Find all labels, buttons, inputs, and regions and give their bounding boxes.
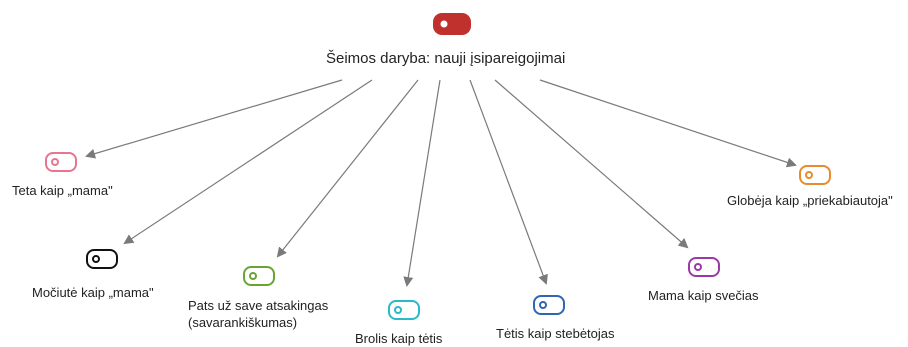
tag-icon-mama [688,257,720,277]
topic-label-globeja: Globėja kaip „priekabiautoja" [727,193,893,208]
connector-arrow-tetis [469,79,548,285]
topic-label-pats-line2: (savarankiškumas) [188,315,298,330]
topic-label-mociute: Močiutė kaip „mama" [32,285,154,300]
tag-icon-teta [45,152,77,172]
tag-icon-mociute [86,249,118,269]
connector-arrow-teta [85,79,343,159]
connector-arrow-mociute [123,79,373,245]
connector-arrow-globeja [539,79,797,168]
tag-icon-globeja [799,165,831,185]
connector-arrow-pats [276,79,419,258]
root-topic-label: Šeimos daryba: nauji įsipareigojimai [326,50,566,67]
root-tag-icon [433,13,471,35]
topic-label-teta: Teta kaip „mama" [12,183,113,198]
topic-label-brolis: Brolis kaip tėtis [355,331,443,346]
connector-arrow-mama [494,79,689,249]
topic-label-pats-line1: Pats už save atsakingas [188,298,329,313]
connector-arrow-brolis [403,79,441,287]
tag-icon-pats [243,266,275,286]
tag-icon-tetis [533,295,565,315]
tag-icon-brolis [388,300,420,320]
topic-label-tetis: Tėtis kaip stebėtojas [496,326,615,341]
topic-label-mama: Mama kaip svečias [648,288,759,303]
